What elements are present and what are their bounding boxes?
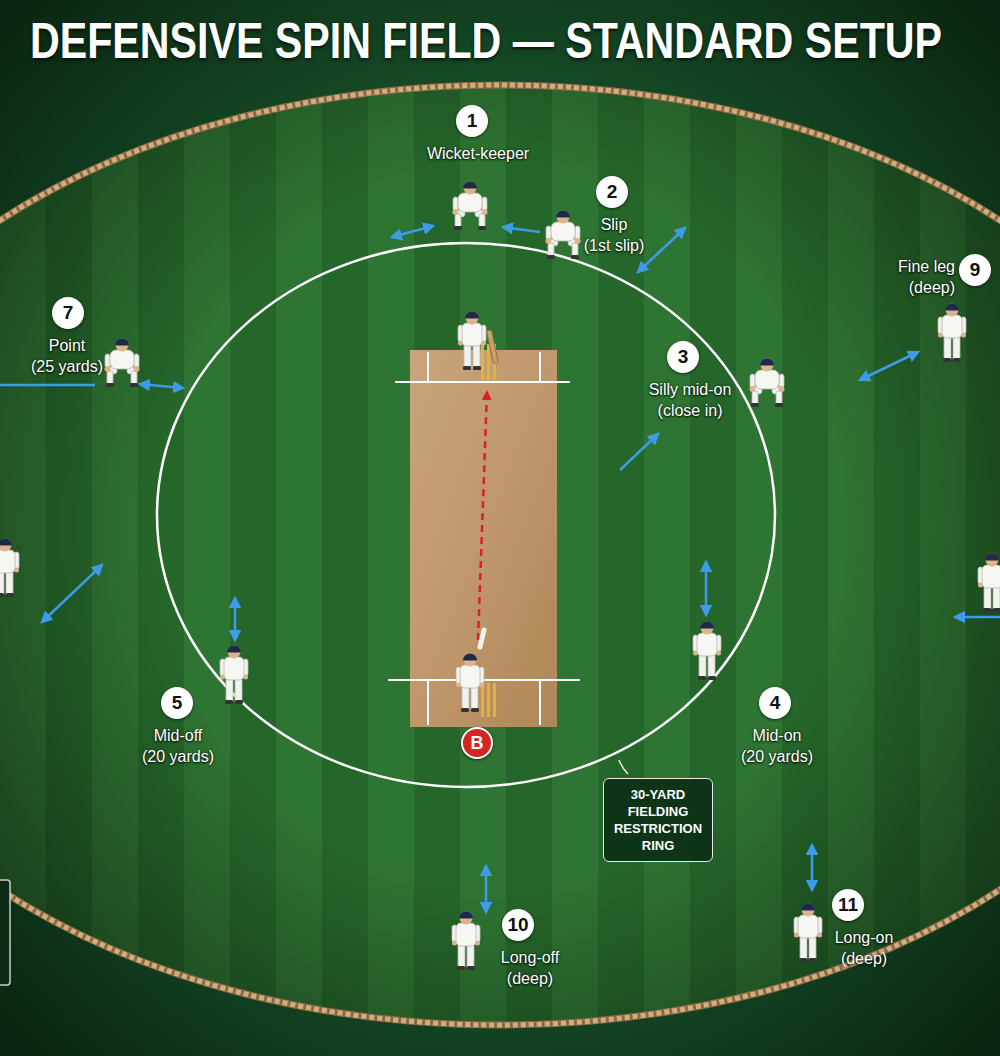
callout-number: 4 xyxy=(759,687,791,719)
fielder-callout: 7Point (25 yards) xyxy=(32,297,104,377)
position-label: Wicket-keeper xyxy=(427,143,529,164)
fielder-callout: 4Mid-on (20 yards) xyxy=(739,687,811,767)
legend-panel-edge xyxy=(0,880,10,985)
bowler-marker: B xyxy=(461,727,493,759)
movement-arrows xyxy=(0,226,1000,912)
ring-note-text: 30-YARD FIELDING RESTRICTION RING xyxy=(614,786,702,854)
long-on-figure xyxy=(794,904,822,963)
movement-arrow xyxy=(234,598,237,640)
stumps xyxy=(481,344,496,717)
position-label: Mid-off (20 yards) xyxy=(142,725,214,767)
movement-arrow xyxy=(485,866,488,912)
mid-off-figure xyxy=(220,646,248,705)
callout-number: 9 xyxy=(959,254,991,286)
movement-arrow xyxy=(392,226,433,237)
bat xyxy=(487,330,499,364)
fielder-callout: 1Wicket-keeper xyxy=(421,105,523,164)
movement-arrow xyxy=(955,616,1000,619)
position-label: Long-on (deep) xyxy=(835,927,894,969)
fielder-figure xyxy=(0,539,19,598)
fielder-callout: 10Long-off (deep) xyxy=(489,909,547,989)
movement-arrow xyxy=(140,384,183,388)
diagram-title: DEFENSIVE SPIN FIELD — STANDARD SETUP xyxy=(30,12,942,70)
fielder-callout: 9Fine leg (deep) xyxy=(898,254,991,298)
movement-arrow xyxy=(811,845,814,890)
stump xyxy=(481,344,484,380)
bowler-figure xyxy=(456,654,484,713)
callout-number: 1 xyxy=(456,105,488,137)
point-figure xyxy=(105,339,140,388)
stump xyxy=(487,344,490,380)
callout-number: 3 xyxy=(667,341,699,373)
fielder-callout: 3Silly mid-on (close in) xyxy=(642,341,725,421)
batsman-figure xyxy=(458,312,486,371)
long-off-figure xyxy=(452,912,480,971)
return-crease xyxy=(427,680,429,725)
silly-mid-on-figure xyxy=(750,359,785,408)
movement-arrow xyxy=(503,227,540,232)
popping-crease xyxy=(395,381,570,383)
mid-on-figure xyxy=(693,622,721,681)
ring-note-box: 30-YARD FIELDING RESTRICTION RING xyxy=(603,778,713,862)
movement-arrow xyxy=(42,565,102,622)
movement-arrow xyxy=(620,434,658,470)
movement-arrow xyxy=(638,228,685,272)
slip-figure xyxy=(546,211,581,260)
pitch xyxy=(410,350,557,727)
position-label: Long-off (deep) xyxy=(501,947,559,989)
movement-arrow xyxy=(705,562,708,615)
movement-arrow xyxy=(860,352,918,380)
return-crease xyxy=(539,680,541,725)
callout-number: 11 xyxy=(832,889,864,921)
bowler-letter: B xyxy=(461,727,493,759)
position-label: Slip (1st slip) xyxy=(584,214,644,256)
stump xyxy=(487,683,490,717)
return-crease xyxy=(427,352,429,382)
movement-line xyxy=(0,384,95,387)
boundary-rope xyxy=(0,85,1000,1025)
position-label: Fine leg (deep) xyxy=(898,256,955,298)
return-crease xyxy=(539,352,541,382)
position-label: Point (25 yards) xyxy=(31,335,103,377)
boundary-rope-shadow xyxy=(0,85,1000,1025)
fielder-callout: 5Mid-off (20 yards) xyxy=(141,687,213,767)
stump xyxy=(481,683,484,717)
position-label: Mid-on (20 yards) xyxy=(741,725,813,767)
callout-number: 10 xyxy=(502,909,534,941)
callout-number: 5 xyxy=(161,687,193,719)
fielder-figure xyxy=(978,554,1000,613)
wicket-keeper-figure xyxy=(453,182,488,231)
thirty-yard-ring xyxy=(157,243,775,787)
bowler-arm xyxy=(480,630,484,647)
players xyxy=(0,182,1000,971)
callout-number: 2 xyxy=(596,176,628,208)
callout-number: 7 xyxy=(52,297,84,329)
stump xyxy=(493,683,496,717)
fine-leg-figure xyxy=(938,304,966,363)
delivery-line xyxy=(478,392,487,640)
fielder-callout: 11Long-on (deep) xyxy=(819,889,878,969)
position-label: Silly mid-on (close in) xyxy=(649,379,732,421)
fielder-callout: 2Slip (1st slip) xyxy=(582,176,642,256)
leader-line xyxy=(619,760,628,774)
